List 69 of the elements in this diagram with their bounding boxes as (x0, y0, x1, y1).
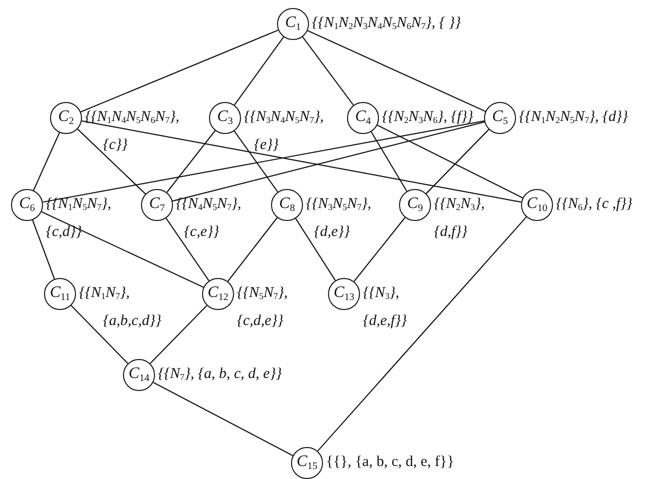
concept-circle (44, 278, 76, 310)
concept-circle (202, 278, 234, 310)
lattice-line (370, 131, 408, 192)
concept-label: C$_{14}$ (128, 366, 150, 384)
extent-intent-text: {{N$_{5}$N$_{7}$}, {c,d,e}} (237, 284, 288, 331)
concept-circle (209, 102, 241, 134)
extent-intent-text: {{N$_{3}$}, {d,e,f}} (363, 284, 407, 331)
lattice-line (227, 217, 278, 282)
concept-circle (271, 189, 303, 221)
extent-intent-text: {{}, {a, b, c, d, e, f}} (326, 453, 454, 472)
concept-circle (484, 102, 516, 134)
concept-label: C$_{7}$ (149, 196, 165, 214)
lattice-line (354, 217, 406, 282)
concept-circle (123, 359, 155, 391)
extent-intent-text: {{N$_{7}$}, {a, b, c, d, e}} (158, 365, 282, 384)
lattice-line (166, 130, 216, 193)
extent-intent-text: {{N$_{1}$N$_{4}$N$_{5}$N$_{6}$N$_{7}$}, {c}} (85, 108, 180, 155)
extent-intent-text: {{N$_{2}$N$_{3}$}, {d,f}} (434, 195, 485, 242)
extent-intent-text: {{N$_{3}$N$_{5}$N$_{7}$}, {d,e}} (306, 195, 372, 242)
concept-label: C$_{10}$ (526, 196, 548, 214)
lattice-line (317, 216, 527, 452)
extent-intent-text: {{N$_{6}$}, {c ,f}} (556, 195, 632, 214)
lattice-line (77, 128, 146, 194)
concept-label: C$_{15}$ (296, 454, 318, 472)
lattice-line (82, 120, 522, 203)
concept-label: C$_{4}$ (355, 109, 371, 127)
concept-circle (141, 189, 173, 221)
concept-label: C$_{1}$ (285, 15, 301, 33)
concept-label: C$_{12}$ (208, 285, 228, 303)
lattice-line (295, 218, 336, 281)
concept-circle (521, 189, 553, 221)
extent-intent-text: {{N$_{1}$N$_{5}$N$_{7}$}, {c,d}} (46, 195, 112, 242)
lattice-line (307, 30, 486, 112)
lattice-line (41, 211, 204, 288)
lattice-line (172, 121, 485, 202)
concept-label: C$_{11}$ (50, 285, 70, 303)
extent-intent-text: {{N$_{3}$N$_{4}$N$_{5}$N$_{7}$}, {e}} (244, 108, 324, 155)
concept-label: C$_{2}$ (58, 109, 74, 127)
extent-intent-text: {{N$_{1}$N$_{7}$}, {a,b,c,d}} (79, 284, 162, 331)
concept-label: C$_{13}$ (334, 285, 354, 303)
lattice-line (70, 305, 128, 364)
lattice-line (234, 36, 284, 106)
concept-label: C$_{5}$ (492, 109, 508, 127)
lattice-line (166, 218, 210, 282)
concept-label: C$_{3}$ (217, 109, 233, 127)
concept-circle (328, 278, 360, 310)
lattice-line (32, 220, 55, 280)
lattice-line (150, 305, 208, 364)
concept-circle (291, 447, 323, 479)
concept-circle (347, 102, 379, 134)
concept-label: C$_{6}$ (19, 196, 35, 214)
lattice-line (80, 30, 278, 112)
lattice-line (377, 124, 523, 198)
concept-circle (50, 102, 82, 134)
extent-intent-text: {{N$_{1}$N$_{2}$N$_{3}$N$_{4}$N$_{5}$N$_{6}$N$_{7}$}, { }} (312, 14, 461, 33)
extent-intent-text: {{N$_{1}$N$_{2}$N$_{5}$N$_{7}$}, {d}} (519, 108, 628, 127)
extent-intent-text: {{N$_{2}$N$_{3}$N$_{6}$}, {f}} (382, 108, 474, 127)
lattice-line (426, 129, 490, 194)
concept-label: C$_{8}$ (279, 196, 295, 214)
lattice-line (152, 382, 294, 456)
concept-circle (277, 8, 309, 40)
extent-intent-text: {{N$_{4}$N$_{5}$N$_{7}$}, {c,e}} (176, 195, 242, 242)
lattice-line (234, 130, 278, 192)
concept-label: C$_{9}$ (407, 196, 423, 214)
concept-circle (399, 189, 431, 221)
lattice-line (33, 132, 60, 191)
lattice-line (302, 36, 354, 106)
concept-circle (11, 189, 43, 221)
lattice-line (42, 120, 484, 203)
